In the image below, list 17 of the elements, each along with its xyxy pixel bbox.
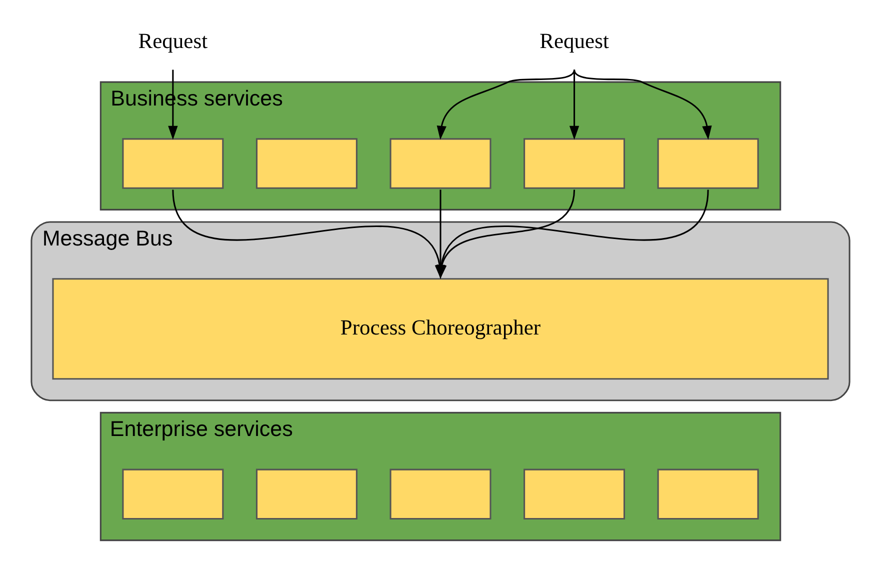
node-box	[256, 468, 358, 520]
node-box	[524, 468, 626, 520]
node-box	[657, 468, 759, 520]
node-box	[390, 468, 492, 520]
node-box	[122, 138, 224, 189]
node-text: Request	[540, 28, 609, 53]
node-box	[390, 138, 492, 189]
node-text: Request	[138, 28, 208, 53]
node-box: Process Choreographer	[52, 278, 829, 380]
arrow	[569, 70, 580, 140]
node-box	[122, 468, 224, 520]
arrow	[436, 70, 576, 140]
node-box	[256, 138, 358, 189]
node-box	[657, 138, 759, 189]
node-box	[524, 138, 626, 189]
cluster: Enterprise services	[100, 412, 782, 542]
arrow	[574, 70, 712, 140]
